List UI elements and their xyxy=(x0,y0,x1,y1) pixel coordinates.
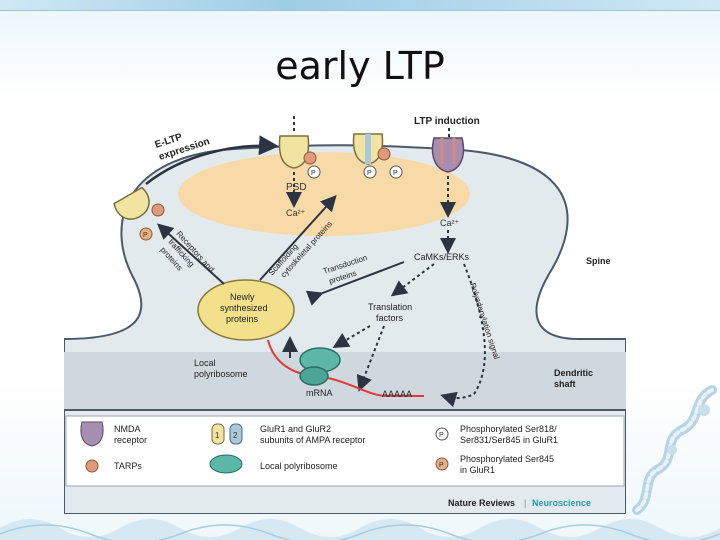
newly-label-2: synthesized xyxy=(220,303,268,313)
legend-nmda: NMDA receptor xyxy=(80,421,147,447)
legend-polyribosome-label: Local polyribosome xyxy=(260,461,338,471)
wave-decoration xyxy=(0,519,720,540)
local-polyribosome-label-1: Local xyxy=(194,358,216,368)
legend-p-badge-2: P xyxy=(439,462,444,469)
dendritic-label-1: Dendritic xyxy=(554,368,593,378)
legend-p-badge-1: P xyxy=(439,432,444,439)
translation-label-1: Translation xyxy=(368,302,412,312)
dendritic-shaft xyxy=(64,352,626,410)
aaaaa-label: AAAAA xyxy=(382,389,412,399)
scaffolding-arrow xyxy=(259,195,337,281)
legend-phos-2: P Phosphorylated Ser845 in GluR1 xyxy=(435,454,554,475)
ltp-figure: PSD LTP induction Ca²⁺ P Ca²⁺ P P E-LTP … xyxy=(64,114,626,514)
legend-box xyxy=(65,415,625,487)
psd-label: PSD xyxy=(286,182,307,193)
slide-top-line xyxy=(0,10,720,11)
legend-phos-1-label-1: Phosphorylated Ser818/ xyxy=(460,424,557,434)
legend-glur-num-1: 1 xyxy=(215,431,220,440)
legend-nmda-label-2: receptor xyxy=(114,435,147,445)
p-badge-1: P xyxy=(311,170,316,177)
mrna-label: mRNA xyxy=(306,388,333,398)
legend-nmda-label-1: NMDA xyxy=(114,424,141,434)
ca-left-label: Ca²⁺ xyxy=(286,208,306,218)
ampa-receptor-center: P xyxy=(278,135,321,179)
ltp-induction-label: LTP induction xyxy=(414,116,480,127)
local-polyribosome xyxy=(299,347,341,386)
newly-synthesized-proteins xyxy=(197,279,295,341)
ampa-receptor-right: P P xyxy=(352,133,403,179)
legend-phos-2-label-1: Phosphorylated Ser845 xyxy=(460,454,554,464)
legend-phos-1: P Phosphorylated Ser818/ Ser831/Ser845 i… xyxy=(435,424,558,445)
legend-tarps: TARPs xyxy=(85,459,142,473)
p-badge-4: P xyxy=(143,232,148,239)
camks-label: CaMKs/ERKs xyxy=(414,252,470,262)
receptors-arrow xyxy=(157,223,225,285)
newly-label-3: proteins xyxy=(226,314,259,324)
local-polyribosome-label-2: polyribosome xyxy=(194,369,248,379)
transduction-arrow xyxy=(305,261,405,306)
legend-glur-label-1: GluR1 and GluR2 xyxy=(260,424,331,434)
credit-journal: Nature Reviews xyxy=(448,498,515,508)
slide-title: early LTP xyxy=(275,44,445,88)
newly-label-1: Newly xyxy=(230,292,255,302)
legend-phos-2-label-2: in GluR1 xyxy=(460,465,495,475)
ca-right-label: Ca²⁺ xyxy=(440,218,460,228)
translation-label-2: factors xyxy=(376,313,404,323)
spine-label: Spine xyxy=(586,256,611,266)
credit-section: Neuroscience xyxy=(532,498,591,508)
dendritic-label-2: shaft xyxy=(554,379,576,389)
legend-glur-num-2: 2 xyxy=(233,431,238,440)
p-badge-2: P xyxy=(367,170,372,177)
legend-glur-label-2: subunits of AMPA receptor xyxy=(260,435,365,445)
nmda-receptor xyxy=(431,137,465,173)
legend-polyribosome: Local polyribosome xyxy=(209,454,338,474)
dragon-decoration xyxy=(632,385,717,515)
translation-to-mrna-arrow xyxy=(356,325,385,392)
eltp-expression-arrow xyxy=(145,135,279,185)
slide-top-bar xyxy=(0,0,720,10)
translation-to-ribosome-arrow xyxy=(332,325,371,349)
legend-phos-1-label-2: Ser831/Ser845 in GluR1 xyxy=(460,435,558,445)
camk-to-translation-arrow xyxy=(390,263,435,297)
legend-tarps-label: TARPs xyxy=(114,461,142,471)
ltp-diagram: PSD LTP induction Ca²⁺ P Ca²⁺ P P E-LTP … xyxy=(64,116,626,514)
credit-separator: | xyxy=(524,498,526,508)
p-badge-3: P xyxy=(393,170,398,177)
legend-glur: 1 2 GluR1 and GluR2 subunits of AMPA rec… xyxy=(211,423,365,445)
ampa-receptor-left: P xyxy=(113,186,165,241)
